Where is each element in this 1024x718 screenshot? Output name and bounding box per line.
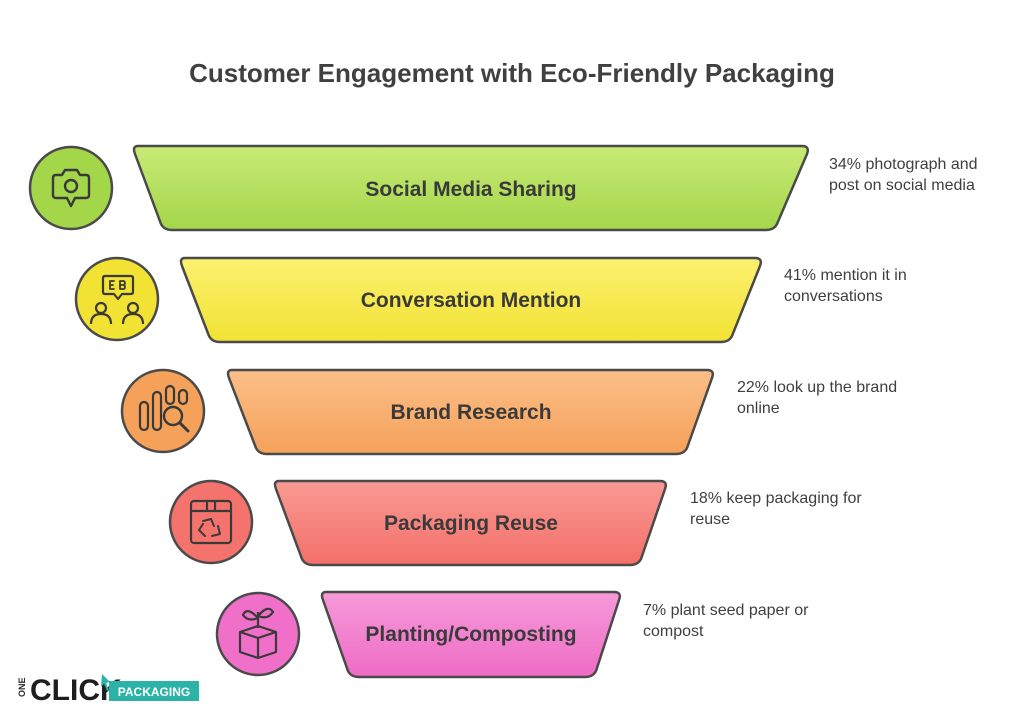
stage-description-line: reuse (690, 511, 730, 528)
funnel-band (132, 144, 810, 232)
sprout-box-icon (215, 591, 301, 677)
funnel-stage-planting-composting: Planting/Composting (320, 590, 622, 679)
funnel-band (226, 368, 715, 456)
funnel-stage-packaging-reuse: Packaging Reuse (273, 479, 668, 567)
logo-click-text: CLICK (30, 674, 122, 707)
stage-description-line: conversations (784, 288, 883, 305)
funnel-stage-conversation: Conversation Mention (179, 256, 763, 344)
stage-description-line: post on social media (829, 177, 975, 194)
stage-description-line: 41% mention it in (784, 267, 907, 284)
stage-label: Social Media Sharing (365, 178, 576, 201)
stage-label: Conversation Mention (361, 289, 582, 312)
stage-label: Brand Research (390, 401, 551, 424)
stage-label: Packaging Reuse (384, 512, 558, 535)
stage-label: Planting/Composting (365, 623, 576, 646)
funnel-stage-brand-research: Brand Research (226, 368, 715, 456)
page-title: Customer Engagement with Eco-Friendly Pa… (189, 58, 835, 88)
stage-description-line: 34% photograph and (829, 156, 978, 173)
logo-packaging-banner (109, 681, 199, 701)
funnel-band (179, 256, 763, 344)
camera-icon (28, 145, 114, 231)
logo-one-text: ONE (17, 677, 27, 697)
funnel-band (320, 590, 622, 679)
stage-description-line: online (737, 400, 780, 417)
stage-description-line: 7% plant seed paper or (643, 602, 809, 619)
stage-description-line: 18% keep packaging for (690, 490, 862, 507)
funnel-band (273, 479, 668, 567)
recycle-box-icon (168, 479, 254, 565)
logo-packaging-text: PACKAGING (118, 685, 190, 699)
stage-description-line: compost (643, 623, 704, 640)
conversation-icon (74, 256, 160, 342)
cursor-icon (101, 674, 110, 691)
brand-logo: ONE CLICK PACKAGING (17, 674, 199, 707)
search-chart-icon (120, 368, 206, 454)
funnel-stage-social-media: Social Media Sharing (132, 144, 810, 232)
stage-description-line: 22% look up the brand (737, 379, 897, 396)
